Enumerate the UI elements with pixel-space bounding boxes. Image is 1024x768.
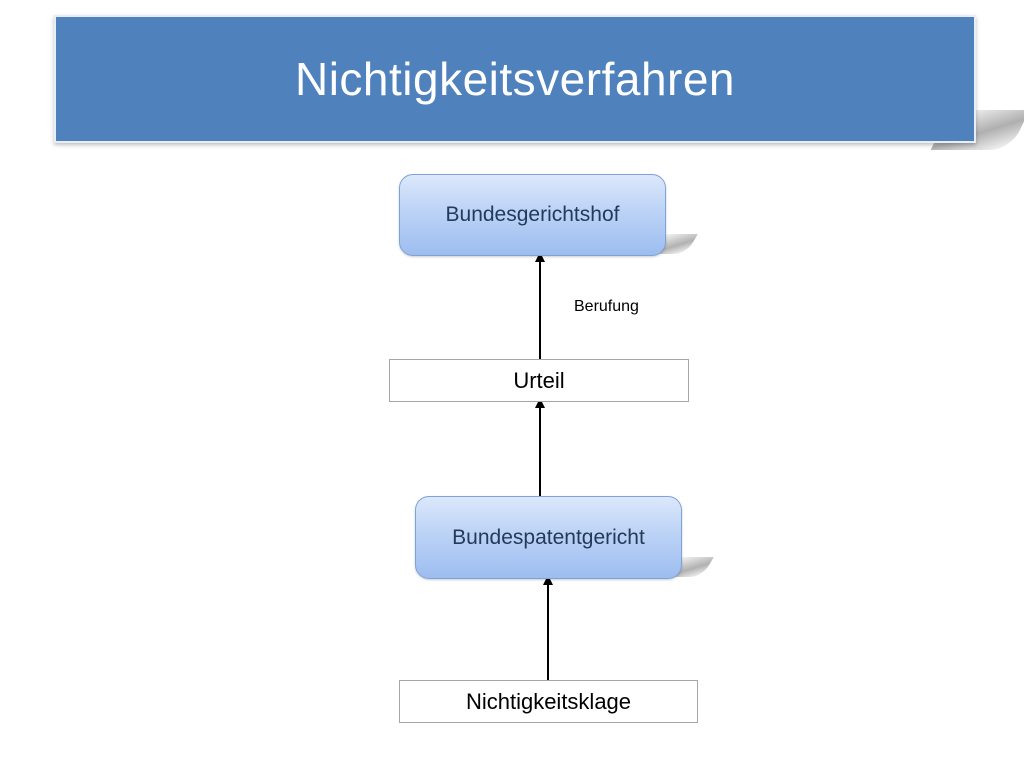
node-urteil-label: Urteil [513, 367, 565, 393]
node-nichtigkeitsklage-label: Nichtigkeitsklage [465, 688, 632, 714]
node-bundespatentgericht-label: Bundespatentgericht [452, 525, 645, 549]
node-urteil: Urteil [389, 359, 689, 402]
edge-label-berufung: Berufung [574, 298, 639, 315]
node-bundesgerichtshof: Bundesgerichtshof [399, 174, 666, 256]
node-bundespatentgericht: Bundespatentgericht [415, 496, 682, 579]
slide-title: Nichtigkeitsverfahren [294, 53, 736, 105]
node-bundesgerichtshof-label: Bundesgerichtshof [445, 203, 620, 226]
node-nichtigkeitsklage: Nichtigkeitsklage [399, 680, 698, 723]
title-banner: Nichtigkeitsverfahren [54, 15, 976, 143]
